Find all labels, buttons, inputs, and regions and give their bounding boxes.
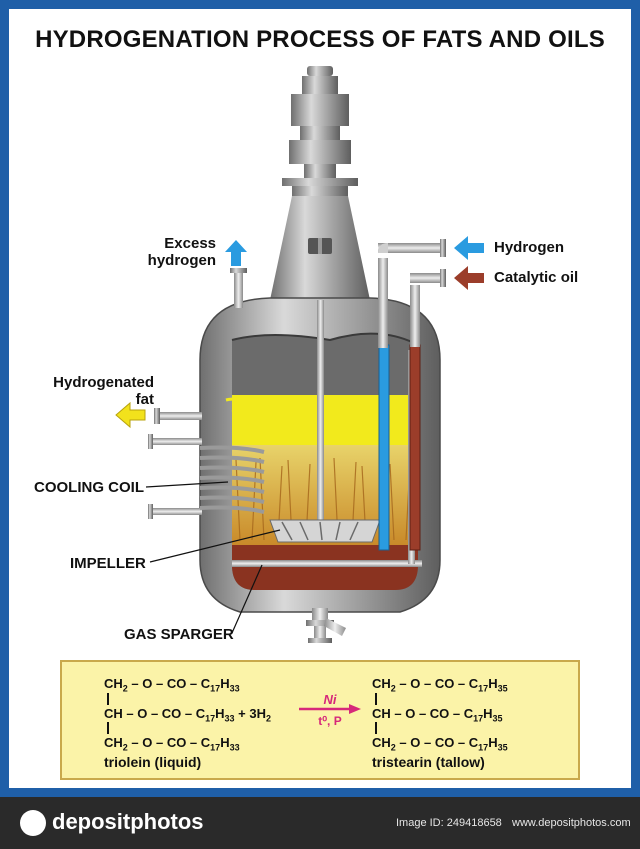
agitator-shaft [317,300,324,530]
excess-hydrogen-vent [230,268,247,308]
depositphotos-logo-icon [20,810,46,836]
image-id: Image ID: 249418658 [396,817,502,829]
reactor-diagram [115,66,484,643]
cooling-coil [199,445,265,514]
product-bond-2 [375,722,377,734]
catalytic-oil-label: Catalytic oil [494,269,579,286]
impeller-blades [269,519,381,543]
hydrogen-label: Hydrogen [494,239,565,256]
oil-tube [409,344,421,551]
reactant-name: triolein (liquid) [104,754,202,770]
impeller-label: IMPELLER [70,555,146,572]
cooling-coil-leader [145,481,229,488]
reaction-box [60,660,580,780]
catalytic-oil-arrow [454,266,484,290]
reaction-arrow [299,704,361,714]
oil-layer [232,545,418,590]
gas-sparger-label: GAS SPARGER [124,626,234,643]
product-row-2: CH – O – CO – C17H35 [372,706,503,724]
excess-hydrogen-label: Excess hydrogen [147,235,216,269]
fat-layer [232,395,418,445]
product-row-1: CH2 – O – CO – C17H35 [372,676,508,694]
product-row-3: CH2 – O – CO – C17H35 [372,735,508,753]
motor [270,66,370,300]
hydrogenated-fat-arrow [115,401,146,429]
hydrogen-tube [378,344,390,551]
bottom-outlet [306,608,346,643]
impeller-leader [149,529,281,563]
excess-hydrogen-arrow [225,240,247,266]
reactant-bond-1 [107,693,109,705]
footer-bar: depositphotos Image ID: 249418658 www.de… [0,797,640,849]
reactant-row-2: CH – O – CO – C17H33 + 3H2 [104,706,272,724]
reactant-bond-2 [107,722,109,734]
product-name: tristearin (tallow) [372,754,485,770]
reactant-row-3: CH2 – O – CO – C17H33 [104,735,240,753]
reactant-row-1: CH2 – O – CO – C17H33 [104,676,240,694]
product-bond-1 [375,693,377,705]
hydrogen-inlet-pipe [378,239,446,348]
reaction-conditions: t⁰, P [318,714,342,728]
side-nozzles [148,408,202,519]
footer-logo: depositphotos [52,809,204,834]
hydrogenated-fat-label: Hydrogenated fat [53,374,154,408]
hydrogen-in-arrow [454,236,484,260]
catalyst-label: Ni [323,692,337,707]
page-title: HYDROGENATION PROCESS OF FATS AND OILS [35,26,605,53]
cooling-coil-label: COOLING COIL [34,479,144,496]
gas-sparger-leader [231,564,263,634]
oil-inlet-pipe [410,269,446,347]
site-link[interactable]: www.depositphotos.com [512,817,631,829]
